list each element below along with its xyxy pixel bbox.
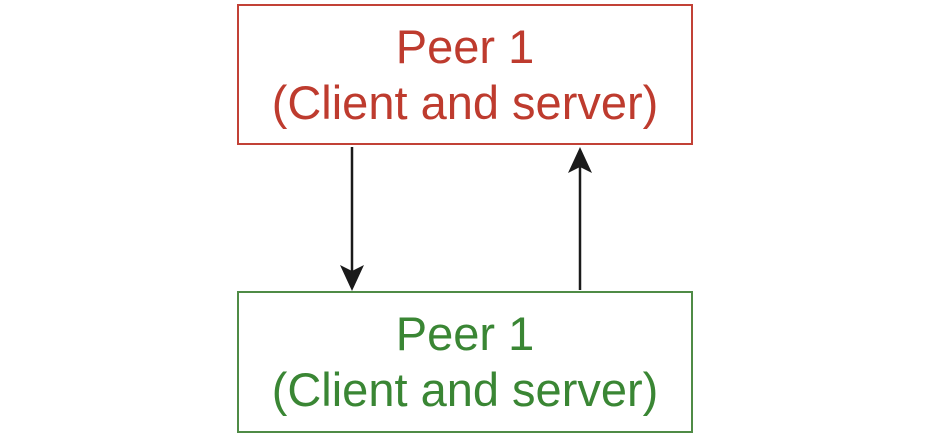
node-peer1-top-title: Peer 1 xyxy=(395,19,535,73)
up-arrow xyxy=(568,147,592,290)
down-arrowhead-icon xyxy=(340,265,364,291)
node-peer1-bottom: Peer 1 (Client and server) xyxy=(237,291,693,433)
up-arrowhead-icon xyxy=(568,147,592,173)
node-peer1-top-subtitle: (Client and server) xyxy=(271,75,659,129)
node-peer1-top: Peer 1 (Client and server) xyxy=(237,4,693,145)
node-peer1-bottom-title: Peer 1 xyxy=(395,307,535,360)
node-peer1-bottom-subtitle: (Client and server) xyxy=(271,363,659,416)
down-arrow xyxy=(340,147,364,291)
